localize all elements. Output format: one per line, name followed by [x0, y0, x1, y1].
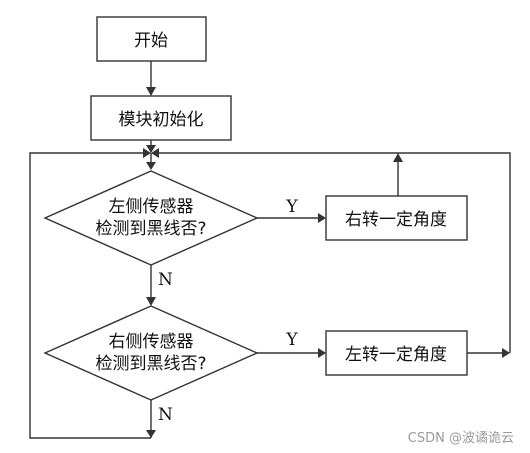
decision-left-line2: 检测到黑线否?	[95, 219, 206, 239]
start-label: 开始	[134, 31, 168, 51]
init-label: 模块初始化	[119, 110, 204, 130]
init-node	[90, 95, 232, 141]
turn-left-node	[325, 330, 468, 376]
turn-right-label: 右转一定角度	[345, 210, 447, 230]
decision-right-line2: 检测到黑线否?	[95, 354, 206, 374]
arrowhead-return	[151, 148, 159, 158]
arrowhead-turn-right-up	[393, 153, 403, 162]
arrowhead-left-no	[146, 297, 156, 306]
arrowhead-turn-left-right	[502, 348, 510, 358]
decision-right-line1: 右侧传感器	[109, 332, 194, 352]
start-node	[96, 16, 207, 62]
turn-right-node	[325, 195, 468, 241]
loop-back-line	[29, 152, 151, 439]
decision-right-sensor	[43, 305, 259, 401]
arrowhead-start-init	[146, 87, 156, 96]
turn-left-label: 左转一定角度	[345, 345, 447, 365]
arrowhead-init-merge	[146, 145, 156, 153]
label-left-yes: Y	[285, 197, 298, 217]
decision-left-line1: 左侧传感器	[109, 197, 194, 217]
arrowhead-right-no	[146, 430, 156, 438]
arrowhead-merge-decision1	[146, 162, 156, 170]
watermark-text: CSDN @波谲诡云	[408, 431, 514, 446]
label-right-no: N	[158, 405, 173, 425]
return-line-top	[159, 152, 511, 353]
arrowhead-loop-back	[143, 148, 151, 158]
arrowhead-right-yes	[318, 348, 326, 358]
label-right-yes: Y	[285, 330, 298, 350]
label-left-no: N	[158, 270, 173, 290]
decision-left-sensor	[43, 170, 259, 266]
arrowhead-left-yes	[318, 213, 326, 223]
